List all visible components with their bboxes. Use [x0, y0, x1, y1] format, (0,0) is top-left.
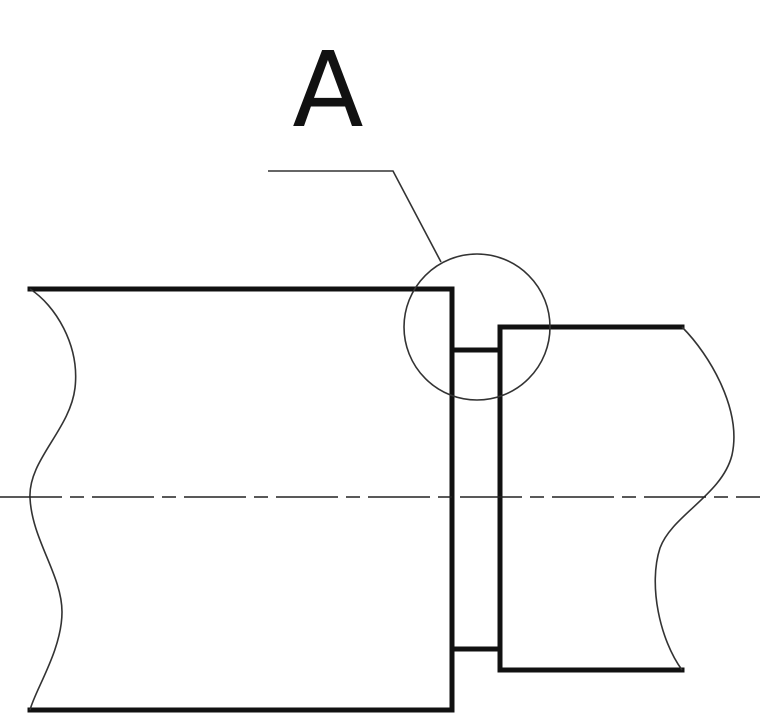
detail-circle [403, 253, 551, 401]
detail-leader-line [268, 170, 442, 263]
detail-label-A: A [292, 29, 363, 151]
left-shaft-break-line [29, 288, 77, 711]
right-shaft-break-line [654, 326, 735, 671]
